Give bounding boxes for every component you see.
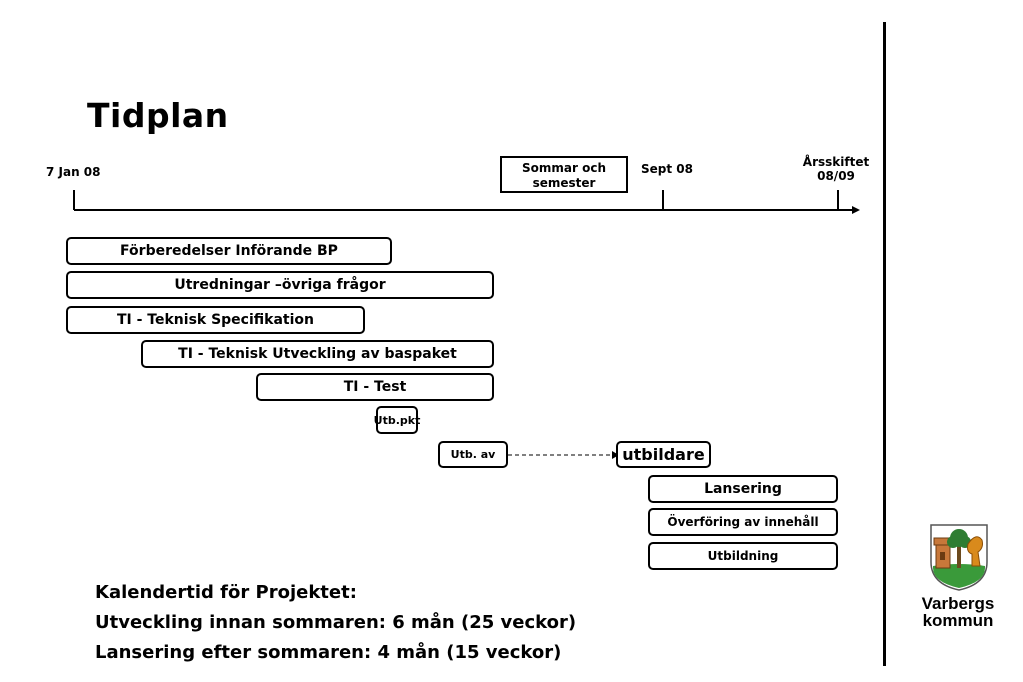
logo-text: Varbergs kommun xyxy=(908,595,1008,629)
task-bar-ti-test: TI - Test xyxy=(256,373,494,401)
timeline-axis xyxy=(73,190,860,214)
summer-box-line1: Sommar och xyxy=(522,161,606,175)
axis-arrow-icon xyxy=(852,206,860,214)
task-bar-ti-specifikation: TI - Teknisk Specifikation xyxy=(66,306,365,334)
timeline-year-end-label: Årsskiftet 08/09 xyxy=(800,155,872,183)
connector-arrow-icon xyxy=(612,451,619,459)
varbergs-kommun-coat-of-arms xyxy=(930,524,988,591)
summary-launch: Lansering efter sommaren: 4 mån (15 veck… xyxy=(95,642,562,663)
task-bar-utredningar: Utredningar –övriga frågor xyxy=(66,271,494,299)
task-bar-forberedelser: Förberedelser Införande BP xyxy=(66,237,392,265)
page-title: Tidplan xyxy=(87,96,229,135)
year-end-line2: 08/09 xyxy=(817,169,855,183)
vertical-divider xyxy=(883,22,886,666)
summary-heading: Kalendertid för Projektet: xyxy=(95,582,357,603)
timeline-start-label: 7 Jan 08 xyxy=(46,165,101,179)
logo-line2: kommun xyxy=(922,611,994,630)
dashed-connector-arrow xyxy=(508,451,619,459)
summer-box-line2: semester xyxy=(532,176,596,190)
task-bar-utb-pkt: Utb.pkt xyxy=(374,406,420,434)
task-bar-utbildning: Utbildning xyxy=(648,542,838,570)
task-bar-utb-av: Utb. av xyxy=(438,441,508,468)
logo-line1: Varbergs xyxy=(921,594,995,613)
task-bar-utbildare: utbildare xyxy=(616,441,711,468)
task-bar-lansering: Lansering xyxy=(648,475,838,503)
summary-development: Utveckling innan sommaren: 6 mån (25 vec… xyxy=(95,612,577,633)
timeline-sept-label: Sept 08 xyxy=(641,162,693,176)
task-bar-ti-utveckling: TI - Teknisk Utveckling av baspaket xyxy=(141,340,494,368)
summer-vacation-box: Sommar och semester xyxy=(500,156,628,193)
year-end-line1: Årsskiftet xyxy=(802,155,870,169)
task-bar-overforing: Överföring av innehåll xyxy=(648,508,838,536)
